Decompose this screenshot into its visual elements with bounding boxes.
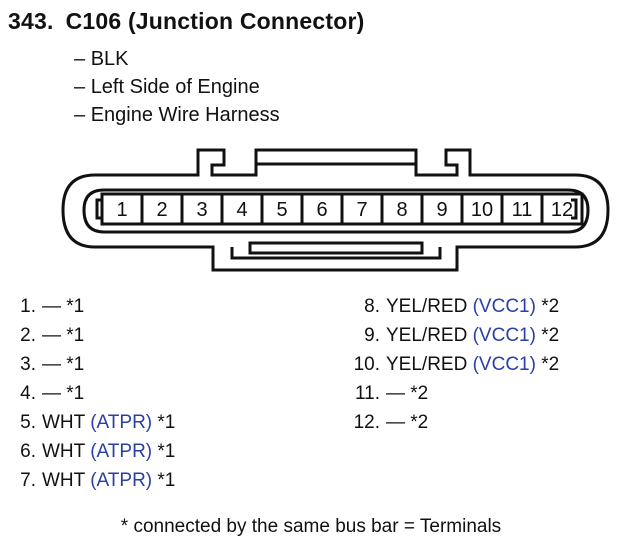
connector-keyway-bottom bbox=[230, 247, 442, 260]
terminal-cavity-12: 12 bbox=[540, 192, 584, 226]
signal-name: (VCC1) bbox=[472, 325, 536, 346]
terminal-block-bracket-right bbox=[571, 198, 578, 220]
pin-row: 2. — *1 bbox=[12, 321, 175, 350]
pin-row: 8. YEL/RED (VCC1) *2 bbox=[346, 292, 559, 321]
pin-row: 9. YEL/RED (VCC1) *2 bbox=[346, 321, 559, 350]
pin-row: 10. YEL/RED (VCC1) *2 bbox=[346, 350, 560, 379]
wire-color: WHT bbox=[42, 412, 85, 433]
bus-bar-note: *2 bbox=[541, 296, 560, 317]
terminal-cavity-7: 7 bbox=[340, 192, 384, 226]
signal-name: (ATPR) bbox=[90, 441, 153, 462]
terminal-cavity-11: 11 bbox=[500, 192, 544, 226]
connector-number: 343. bbox=[8, 8, 54, 34]
wire-color: WHT bbox=[42, 441, 85, 462]
wire-color: — bbox=[42, 354, 61, 375]
pin-number: 8. bbox=[364, 296, 380, 317]
signal-name: (ATPR) bbox=[90, 470, 153, 491]
wire-color: YEL/RED bbox=[386, 296, 468, 317]
pin-number: 4. bbox=[20, 383, 36, 404]
terminal-number: 7 bbox=[356, 199, 367, 221]
connector-housing-outline bbox=[61, 148, 610, 272]
bus-bar-note: *1 bbox=[157, 412, 176, 433]
terminal-number: 11 bbox=[512, 199, 533, 221]
connector-name: C106 (Junction Connector) bbox=[65, 8, 365, 34]
connector-keyway-slot bbox=[248, 241, 424, 255]
wire-color: — bbox=[42, 325, 61, 346]
bus-bar-note: *1 bbox=[66, 296, 85, 317]
wire-color: — bbox=[42, 296, 61, 317]
pin-number: 11. bbox=[354, 383, 380, 404]
terminal-cavity-9: 9 bbox=[420, 192, 464, 226]
pin-number: 10. bbox=[353, 354, 380, 375]
bus-bar-note: *1 bbox=[66, 325, 85, 346]
pin-number: 6. bbox=[20, 441, 36, 462]
bus-bar-note: *2 bbox=[410, 412, 429, 433]
terminal-number: 3 bbox=[196, 199, 207, 221]
signal-name: (VCC1) bbox=[472, 296, 536, 317]
terminal-cavity-3: 3 bbox=[180, 192, 224, 226]
connector-title: 343. C106 (Junction Connector) bbox=[8, 8, 365, 35]
pin-row: 7. WHT (ATPR) *1 bbox=[12, 466, 175, 495]
pin-number: 12. bbox=[353, 412, 380, 433]
pin-number: 3. bbox=[20, 354, 36, 375]
signal-name: (VCC1) bbox=[472, 354, 536, 375]
pin-number: 7. bbox=[20, 470, 36, 491]
pin-row: 1. — *1 bbox=[12, 292, 175, 321]
terminal-cavity-2: 2 bbox=[140, 192, 184, 226]
pin-row: 3. — *1 bbox=[12, 350, 175, 379]
terminal-number: 1 bbox=[116, 199, 127, 221]
terminal-cavity-5: 5 bbox=[260, 192, 304, 226]
terminal-number: 12 bbox=[551, 199, 573, 221]
bus-bar-note: *1 bbox=[66, 383, 85, 404]
terminal-number: 5 bbox=[276, 199, 287, 221]
bus-bar-note: *2 bbox=[541, 354, 560, 375]
pin-row: 11. — *2 bbox=[346, 379, 559, 408]
wire-color: — bbox=[386, 383, 405, 404]
wire-color: — bbox=[42, 383, 61, 404]
bus-bar-note: *2 bbox=[541, 325, 560, 346]
connector-details: BLK Left Side of Engine Engine Wire Harn… bbox=[74, 45, 280, 129]
terminal-cavity-4: 4 bbox=[220, 192, 264, 226]
terminal-cavity-8: 8 bbox=[380, 192, 424, 226]
pin-row: 4. — *1 bbox=[12, 379, 175, 408]
pin-number: 5. bbox=[20, 412, 36, 433]
bus-bar-note: *1 bbox=[157, 441, 176, 462]
terminal-number: 10 bbox=[471, 199, 493, 221]
signal-name: (ATPR) bbox=[90, 412, 153, 433]
terminal-number: 8 bbox=[396, 199, 407, 221]
terminal-number: 2 bbox=[156, 199, 167, 221]
wire-color: YEL/RED bbox=[386, 325, 468, 346]
pin-row: 5. WHT (ATPR) *1 bbox=[12, 408, 175, 437]
connector-harness: Engine Wire Harness bbox=[74, 101, 280, 129]
terminal-block-bracket-left bbox=[95, 198, 102, 220]
terminal-number: 4 bbox=[236, 199, 247, 221]
pin-row: 12. — *2 bbox=[346, 408, 559, 437]
bus-bar-note: *1 bbox=[66, 354, 85, 375]
wire-color: — bbox=[386, 412, 405, 433]
bus-bar-note: *1 bbox=[157, 470, 176, 491]
footnote: * connected by the same bus bar = Termin… bbox=[120, 516, 502, 537]
pin-row: 6. WHT (ATPR) *1 bbox=[12, 437, 175, 466]
bus-bar-note: *2 bbox=[410, 383, 429, 404]
pin-number: 2. bbox=[20, 325, 36, 346]
terminal-cavity-6: 6 bbox=[300, 192, 344, 226]
terminal-number: 9 bbox=[436, 199, 447, 221]
pin-number: 1. bbox=[20, 296, 36, 317]
connector-location: Left Side of Engine bbox=[74, 73, 280, 101]
terminal-cavity-10: 10 bbox=[460, 192, 504, 226]
connector-color: BLK bbox=[74, 45, 280, 73]
wire-color: WHT bbox=[42, 470, 85, 491]
wire-color: YEL/RED bbox=[386, 354, 468, 375]
pin-number: 9. bbox=[364, 325, 380, 346]
terminal-cavity-1: 1 bbox=[100, 192, 144, 226]
terminal-number: 6 bbox=[316, 199, 327, 221]
connector-inner-outline bbox=[82, 188, 590, 234]
